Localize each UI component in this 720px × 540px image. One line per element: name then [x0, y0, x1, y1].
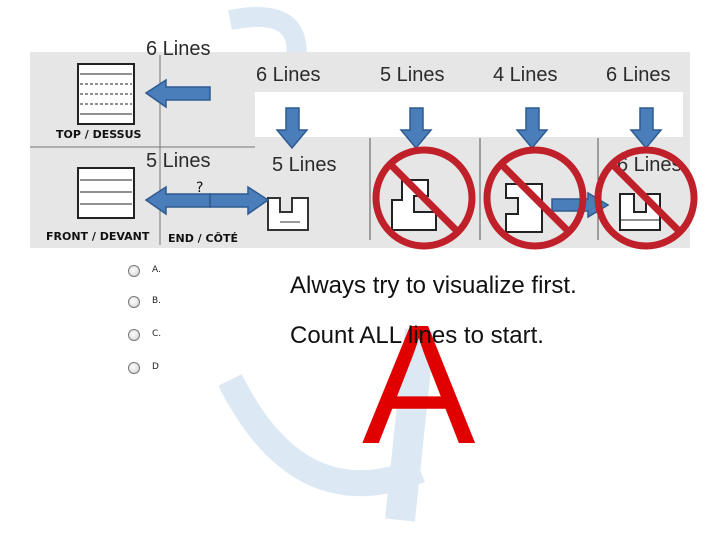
prohibited-icon: [483, 146, 587, 250]
top-view-caption: TOP / DESSUS: [56, 128, 142, 141]
top-view-figure: [77, 63, 135, 125]
prohibited-icon: [594, 146, 698, 250]
prohibited-icon: [372, 146, 476, 250]
arrow-left-icon: [144, 78, 211, 109]
front-view-figure: [77, 167, 135, 219]
top-view-line-count: 6 Lines: [146, 38, 211, 60]
front-view-line-count: 5 Lines: [146, 150, 211, 172]
end-view-caption: END / CÔTÉ: [168, 232, 238, 245]
arrow-down-icon: [275, 107, 309, 150]
option-c-radio[interactable]: [128, 329, 140, 341]
option-a-radio[interactable]: [128, 265, 140, 277]
option-d-lower-line-count: 6 Lines: [617, 154, 682, 176]
option-a-letter: A.: [152, 265, 161, 275]
option-b-letter: B.: [152, 296, 162, 306]
end-view-figure: [267, 197, 309, 231]
option-b-figure: [369, 138, 437, 240]
end-view-line-count: 5 Lines: [272, 154, 337, 176]
option-d-letter: D: [152, 362, 159, 372]
tip-count-lines: Count ALL lines to start.: [290, 322, 544, 349]
tip-visualize: Always try to visualize first.: [290, 272, 577, 299]
answer-letter: A: [362, 290, 476, 480]
option-d-radio[interactable]: [128, 362, 140, 374]
arrow-down-icon: [399, 107, 433, 150]
arrow-right-icon: [209, 185, 270, 216]
option-d-line-count: 6 Lines: [606, 64, 671, 86]
option-c-line-count: 4 Lines: [493, 64, 558, 86]
front-view-caption: FRONT / DEVANT: [46, 230, 150, 243]
unknown-view-mark: ?: [196, 180, 204, 196]
option-b-line-count: 5 Lines: [380, 64, 445, 86]
label-band: [255, 92, 683, 137]
arrow-down-icon: [629, 107, 663, 150]
option-a-line-count: 6 Lines: [256, 64, 321, 86]
option-b-radio[interactable]: [128, 296, 140, 308]
arrow-down-icon: [515, 107, 549, 150]
option-c-letter: C.: [152, 329, 162, 339]
